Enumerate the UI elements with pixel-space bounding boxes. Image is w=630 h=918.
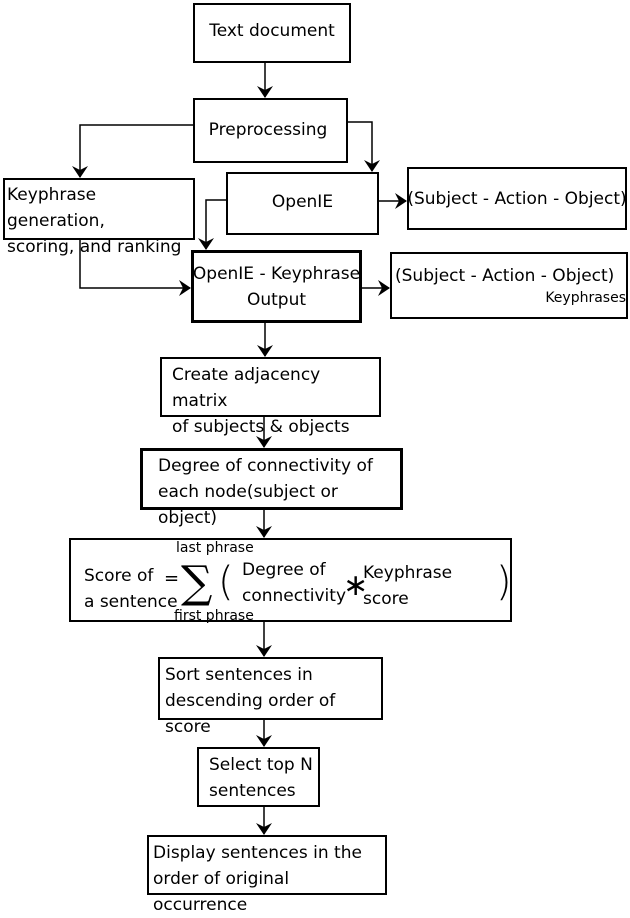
formula-times: ∗ bbox=[343, 568, 369, 603]
box-keyphrase-generation bbox=[3, 178, 195, 240]
label-keyphrases: Keyphrases bbox=[545, 290, 626, 306]
formula-equals: = bbox=[164, 568, 180, 589]
label-openie-keyphrase-output: OpenIE - Keyphrase Output bbox=[192, 264, 361, 310]
label-degree-connectivity: Degree of connectivity of each node(subj… bbox=[158, 456, 373, 528]
box-select-top bbox=[197, 747, 320, 807]
formula-term-keyphrase-score: Keyphrase score bbox=[363, 563, 453, 609]
box-sort-sentences bbox=[158, 657, 383, 720]
arrow-keyphrase-to-output bbox=[79, 240, 191, 296]
label-preprocessing: Preprocessing bbox=[208, 120, 328, 140]
box-text-document bbox=[193, 3, 351, 63]
label-openie-triples: (Subject - Action - Object) bbox=[407, 189, 627, 209]
flowchart: Text document Preprocessing Keyphrase ge… bbox=[3, 3, 628, 915]
formula-term-degree: Degree of connectivity bbox=[242, 560, 347, 606]
box-openie-keyphrase-output bbox=[191, 250, 362, 323]
label-adjacency-matrix: Create adjacency matrix of subjects & ob… bbox=[172, 365, 350, 437]
connectors bbox=[72, 63, 407, 835]
label-display-sentences: Display sentences in the order of origin… bbox=[153, 843, 362, 915]
arrow-preprocessing-to-openie bbox=[348, 121, 380, 172]
box-degree-connectivity bbox=[140, 448, 403, 510]
label-sort-sentences: Sort sentences in descending order of sc… bbox=[165, 665, 336, 737]
formula-lower-limit: first phrase bbox=[174, 608, 254, 624]
box-preprocessing bbox=[193, 98, 348, 163]
formula-upper-limit: last phrase bbox=[176, 540, 254, 556]
label-keyphrase-triples: (Subject - Action - Object) bbox=[395, 266, 615, 286]
label-text-document: Text document bbox=[209, 21, 335, 41]
box-display-sentences bbox=[147, 835, 387, 895]
box-openie bbox=[226, 172, 379, 235]
formula-lhs: Score of a sentence bbox=[84, 566, 178, 612]
formula-sigma: ∑ bbox=[181, 557, 213, 608]
arrow-preprocessing-to-keyphrase bbox=[72, 124, 193, 178]
formula-close-paren: ) bbox=[496, 559, 512, 605]
formula-open-paren: ( bbox=[218, 559, 234, 605]
box-adjacency-matrix bbox=[160, 357, 381, 417]
box-keyphrase-triples bbox=[390, 252, 628, 319]
box-score-formula bbox=[69, 538, 512, 622]
label-keyphrase-generation: Keyphrase generation, scoring, and ranki… bbox=[7, 185, 182, 257]
arrow-openie-to-output bbox=[198, 199, 226, 250]
label-select-top: Select top N sentences bbox=[209, 755, 313, 801]
label-openie: OpenIE bbox=[271, 192, 334, 212]
box-openie-triples bbox=[407, 167, 627, 230]
